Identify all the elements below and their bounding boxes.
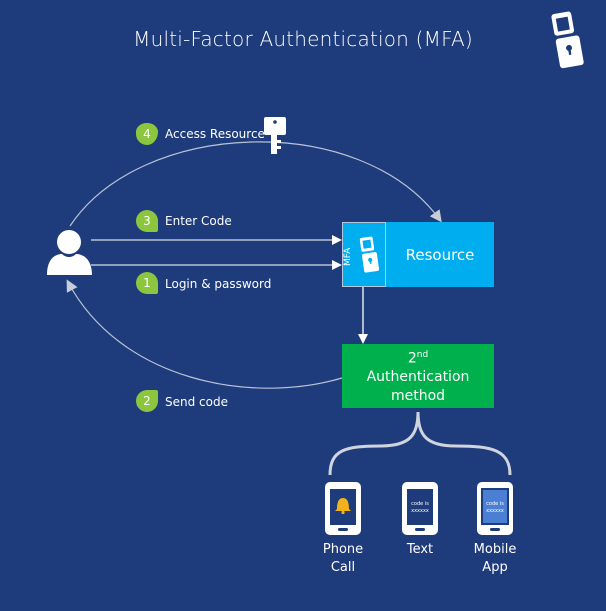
step-number: 4 [143, 127, 151, 141]
step-badge-4: 4 [136, 123, 158, 145]
device-label-line1: Phone [322, 542, 364, 557]
step-badge-1: 1 [136, 272, 158, 294]
phone-lock-icon [359, 236, 380, 273]
step-label-send-code: Send code [165, 395, 228, 409]
mfa-box [342, 222, 386, 287]
arc-access-resource [69, 141, 442, 227]
device-label-line1: Text [406, 542, 434, 557]
step-badge-2: 2 [136, 390, 158, 412]
key-icon [264, 117, 286, 154]
step-label-login: Login & password [165, 277, 272, 291]
text-device: code is xxxxxx [402, 482, 438, 535]
step-badge-3: 3 [136, 210, 158, 232]
device-label-line2: App [482, 560, 508, 575]
ordinal-number: 2 [407, 350, 417, 367]
step-number: 2 [143, 394, 151, 408]
step-number: 1 [143, 276, 151, 290]
brace [328, 411, 512, 476]
resource-label: Resource [405, 245, 475, 264]
page-title: Multi-Factor Authentication (MFA) [133, 27, 473, 51]
auth-line2: Authentication [366, 369, 470, 386]
phone-call-device [325, 482, 361, 535]
device-label-text: Text [380, 541, 460, 559]
device-label-line2: Call [330, 560, 356, 575]
auth-method-box: 2nd Authentication method [342, 344, 494, 408]
device-label-line1: Mobile [473, 542, 517, 557]
arc-send-code [66, 279, 343, 389]
sms-code-text: code is [411, 501, 429, 507]
user-icon [47, 230, 92, 275]
resource-box: Resource [386, 222, 494, 287]
step-number: 3 [143, 214, 151, 228]
bell-icon [335, 498, 351, 515]
step-label-enter-code: Enter Code [165, 214, 232, 228]
sms-code-value: xxxxxx [411, 508, 429, 514]
auth-ordinal: 2nd [408, 346, 428, 369]
app-code-text: code is [486, 501, 504, 507]
mobile-app-device: code is xxxxxx [477, 482, 513, 535]
app-code-value: xxxxxx [486, 508, 504, 514]
phone-lock-icon [551, 11, 584, 69]
step-label-access-resource: Access Resource [165, 127, 265, 141]
ordinal-suffix: nd [416, 349, 429, 360]
auth-line3: method [390, 388, 446, 405]
